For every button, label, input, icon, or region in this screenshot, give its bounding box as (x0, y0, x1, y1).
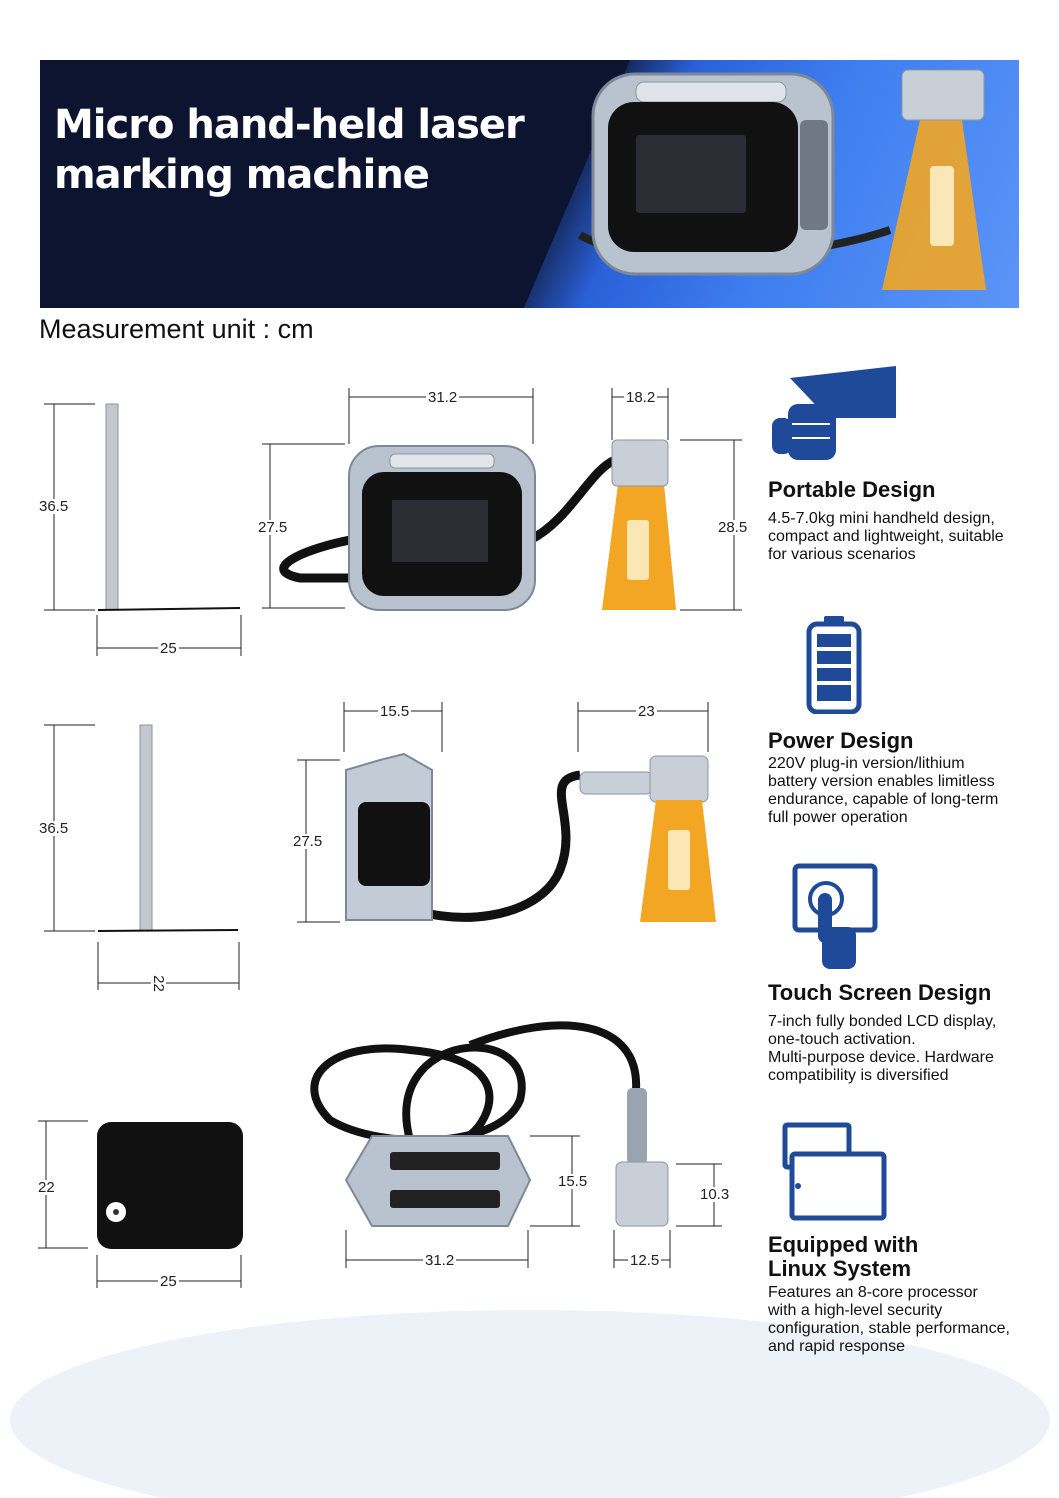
feature-desc-line: battery version enables limitless (768, 773, 995, 790)
banner-product-image (577, 69, 986, 290)
row3-device (344, 1135, 532, 1227)
row3-head-depth-label: 10.3 (698, 1186, 732, 1203)
measurement-unit-label: Measurement unit : cm (39, 314, 314, 344)
feature-desc-line: compatibility is diversified (768, 1067, 949, 1084)
feature-title-touch: Touch Screen Design (768, 980, 992, 1005)
row1-stand-base-label: 25 (158, 640, 179, 657)
row1-head-height-label: 28.5 (716, 519, 750, 536)
feature-desc-line: for various scenarios (768, 546, 916, 563)
row3-head (615, 1161, 669, 1227)
hand-held-gun-icon (772, 366, 896, 460)
feature-desc-line: endurance, capable of long-term (768, 791, 999, 808)
row1-device-height-label: 27.5 (256, 519, 290, 536)
banner-title-line-1: Micro hand-held laser (54, 102, 525, 148)
row2-stand-height-label: 36.5 (37, 820, 71, 837)
row3-device-depth-label: 15.5 (556, 1173, 590, 1190)
feature-desc-line: full power operation (768, 809, 908, 826)
header-banner: Micro hand-held laser marking machine (40, 60, 1019, 308)
row2-stand-base-label: 22 (149, 973, 167, 994)
feature-desc-line: compact and lightweight, suitable (768, 528, 1004, 545)
feature-desc-line: and rapid response (768, 1338, 905, 1355)
row1-stand-height-label: 36.5 (37, 498, 71, 515)
row3-plate-width-label: 25 (158, 1273, 179, 1290)
row3-device-width-label: 31.2 (423, 1252, 457, 1269)
banner-dark-panel (40, 60, 630, 308)
feature-title-line: Linux System (768, 1256, 912, 1281)
feature-title-power: Power Design (768, 728, 914, 753)
touch-screen-icon (792, 863, 878, 969)
row3-plate-height-label: 22 (36, 1179, 57, 1196)
feature-desc-line: Multi-purpose device. Hardware (768, 1049, 994, 1066)
windows-icon (782, 1122, 887, 1221)
feature-desc-linux: Features an 8-core processor with a high… (768, 1284, 1053, 1356)
feature-title-linux: Equipped with Linux System (768, 1233, 918, 1281)
feature-title-portable: Portable Design (768, 477, 936, 502)
row2-device-depth-label: 15.5 (378, 703, 412, 720)
row1-device-width-label: 31.2 (426, 389, 460, 406)
feature-desc-touch: 7-inch fully bonded LCD display, one-tou… (768, 1013, 1053, 1085)
feature-desc-portable: 4.5-7.0kg mini handheld design, compact … (768, 510, 1053, 564)
row1-stand-rod (105, 403, 119, 611)
feature-desc-line: 220V plug-in version/lithium (768, 755, 965, 772)
row1-head-width-label: 18.2 (624, 389, 658, 406)
world-map-background (10, 1310, 1050, 1498)
feature-desc-line: with a high-level security (768, 1302, 943, 1319)
row2-head-length-label: 23 (636, 703, 657, 720)
feature-title-line: Equipped with (768, 1232, 919, 1257)
feature-desc-line: one-touch activation. (768, 1031, 916, 1048)
feature-desc-line: 7-inch fully bonded LCD display, (768, 1013, 997, 1030)
feature-desc-power: 220V plug-in version/lithium battery ver… (768, 755, 1053, 827)
row3-head-width-label: 12.5 (628, 1252, 662, 1269)
banner-title: Micro hand-held laser marking machine (54, 100, 525, 200)
feature-desc-line: Features an 8-core processor (768, 1284, 978, 1301)
feature-desc-line: configuration, stable performance, (768, 1320, 1010, 1337)
banner-title-line-2: marking machine (54, 152, 430, 198)
battery-icon (806, 616, 862, 714)
row3-plate (97, 1122, 243, 1249)
feature-desc-line: 4.5-7.0kg mini handheld design, (768, 510, 995, 527)
row2-device-height-label: 27.5 (291, 833, 325, 850)
